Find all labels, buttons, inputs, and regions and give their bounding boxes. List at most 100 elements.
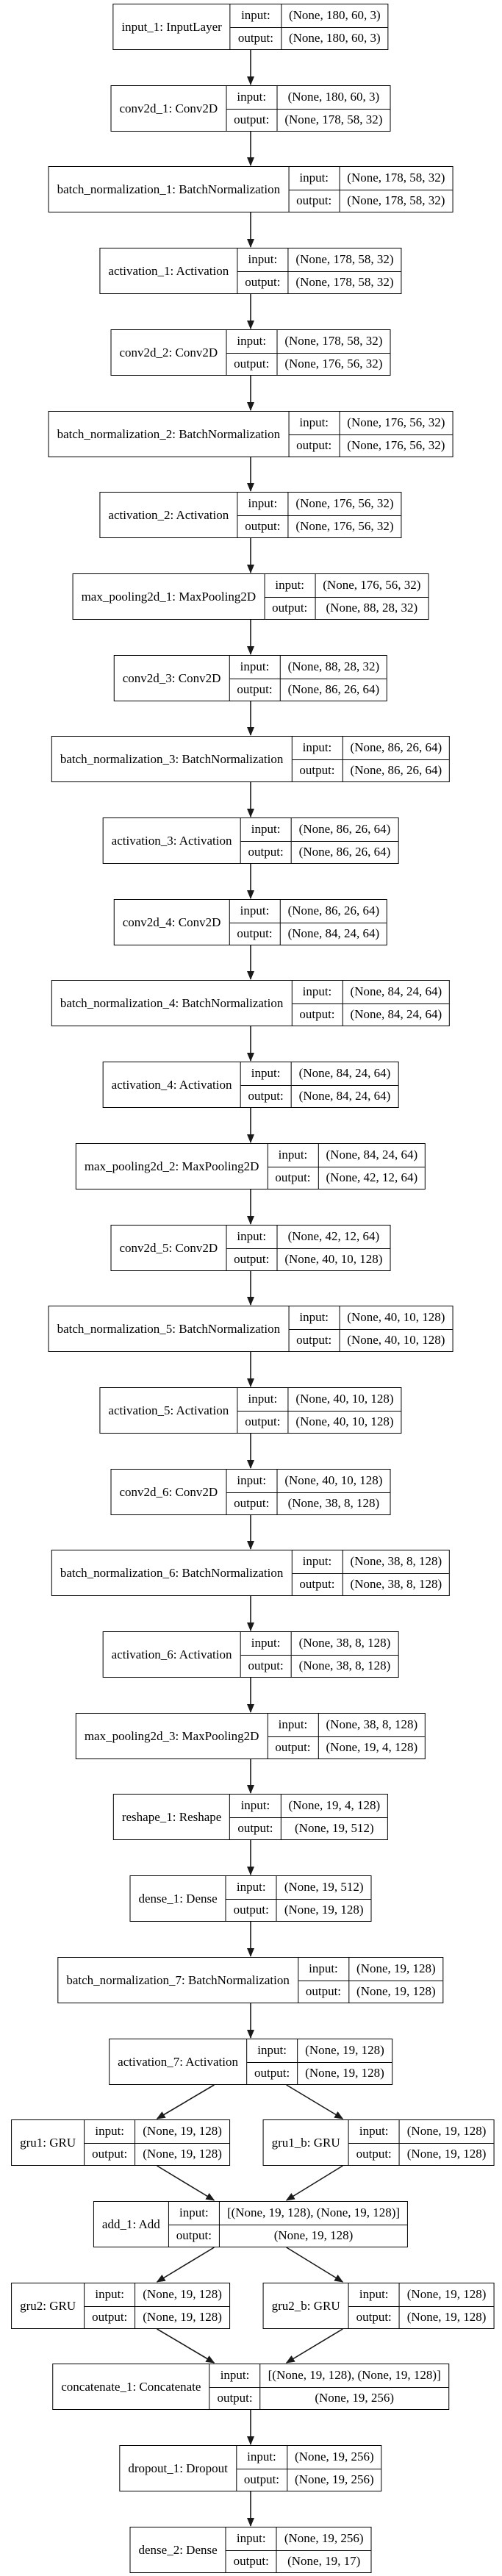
input-caption: input: bbox=[292, 1550, 343, 1573]
output-caption: output: bbox=[85, 2142, 136, 2165]
output-shape: (None, 178, 58, 32) bbox=[277, 108, 390, 132]
io-shape-table: input:(None, 84, 24, 64)output:(None, 84… bbox=[291, 981, 450, 1026]
input-caption: input: bbox=[226, 1876, 277, 1899]
input-caption: input: bbox=[226, 2527, 277, 2550]
input-shape: (None, 86, 26, 64) bbox=[287, 904, 380, 918]
output-caption: output: bbox=[247, 2061, 298, 2084]
output-caption: output: bbox=[85, 2305, 136, 2328]
io-shape-table: input:(None, 84, 24, 64)output:(None, 42… bbox=[267, 1144, 426, 1189]
input-shape: (None, 19, 256) bbox=[295, 2450, 374, 2464]
output-shape: (None, 86, 26, 64) bbox=[291, 840, 398, 864]
layer-node-dense_2: dense_2: Dense input:(None, 19, 256)outpu… bbox=[129, 2527, 372, 2573]
io-shape-table: input:(None, 86, 26, 64)output:(None, 84… bbox=[229, 900, 387, 945]
input-caption: input: bbox=[229, 900, 281, 923]
input-shape: (None, 19, 512) bbox=[284, 1880, 364, 1895]
input-shape: (None, 42, 12, 64) bbox=[287, 1229, 380, 1244]
output-caption: output: bbox=[229, 922, 281, 945]
output-shape: (None, 40, 10, 128) bbox=[340, 1328, 453, 1352]
io-shape-table: input:(None, 19, 128)output:(None, 19, 1… bbox=[297, 1958, 443, 2003]
output-shape: (None, 88, 28, 32) bbox=[315, 596, 429, 620]
io-shape-table: input:(None, 84, 24, 64)output:(None, 84… bbox=[240, 1062, 398, 1107]
io-shape-table: input:(None, 180, 60, 3)output:(None, 18… bbox=[229, 4, 388, 50]
input-shape: (None, 19, 4, 128) bbox=[288, 1798, 381, 1813]
layer-name-label: batch_normalization_2: BatchNormalizatio… bbox=[57, 426, 281, 441]
io-shape-table: input:(None, 19, 512)output:(None, 19, 1… bbox=[225, 1876, 371, 1921]
output-shape: (None, 19, 4, 128) bbox=[318, 1736, 426, 1759]
output-caption: output: bbox=[240, 1084, 292, 1107]
input-shape: (None, 38, 8, 128) bbox=[326, 1717, 418, 1732]
input-shape: (None, 86, 26, 64) bbox=[350, 740, 442, 755]
input-caption: input: bbox=[289, 167, 340, 190]
input-shape: [(None, 19, 128), (None, 19, 128)] bbox=[268, 2368, 441, 2383]
input-shape: (None, 40, 10, 128) bbox=[284, 1473, 383, 1488]
input-caption: input: bbox=[349, 2120, 400, 2143]
input-caption: input: bbox=[85, 2120, 136, 2143]
output-caption: output: bbox=[240, 1654, 292, 1677]
io-shape-table: input:(None, 19, 256)output:(None, 19, 2… bbox=[235, 2446, 381, 2491]
output-shape: (None, 38, 8, 128) bbox=[291, 1654, 398, 1678]
output-caption: output: bbox=[237, 515, 289, 537]
output-caption: output: bbox=[348, 2142, 400, 2165]
io-shape-table: input:(None, 178, 58, 32)output:(None, 1… bbox=[288, 167, 453, 212]
input-shape: (None, 84, 24, 64) bbox=[326, 1148, 418, 1162]
input-caption: input: bbox=[268, 1714, 319, 1736]
layer-name-label: activation_3: Activation bbox=[111, 833, 232, 848]
output-caption: output: bbox=[348, 2305, 400, 2328]
io-shape-table: input:(None, 86, 26, 64)output:(None, 86… bbox=[291, 737, 450, 781]
output-shape: (None, 180, 60, 3) bbox=[281, 26, 388, 50]
input-caption: input: bbox=[241, 1632, 292, 1655]
input-shape: (None, 40, 10, 128) bbox=[347, 1310, 445, 1325]
io-shape-table: input:(None, 38, 8, 128)output:(None, 38… bbox=[291, 1550, 450, 1596]
output-caption: output: bbox=[237, 271, 289, 293]
io-shape-table: input:[(None, 19, 128), (None, 19, 128)]… bbox=[168, 2202, 408, 2247]
output-shape: (None, 38, 8, 128) bbox=[343, 1573, 450, 1596]
io-shape-table: input:(None, 19, 256)output:(None, 19, 1… bbox=[225, 2527, 371, 2573]
input-shape: (None, 178, 58, 32) bbox=[284, 334, 383, 348]
io-shape-table: input:(None, 40, 10, 128)output:(None, 4… bbox=[237, 1388, 401, 1433]
input-shape: (None, 86, 26, 64) bbox=[298, 822, 391, 837]
layer-name-label: batch_normalization_4: BatchNormalizatio… bbox=[60, 995, 284, 1010]
layer-name-label: activation_4: Activation bbox=[111, 1077, 232, 1092]
output-shape: (None, 42, 12, 64) bbox=[318, 1166, 426, 1189]
layer-node-batch_normalization_5: batch_normalization_5: BatchNormalizatio… bbox=[48, 1306, 453, 1352]
layer-name-label: conv2d_5: Conv2D bbox=[119, 1240, 218, 1255]
output-caption: output: bbox=[268, 1166, 319, 1189]
layer-name-label: gru2_b: GRU bbox=[271, 2298, 340, 2313]
layer-name-label: max_pooling2d_1: MaxPooling2D bbox=[81, 589, 257, 604]
output-caption: output: bbox=[226, 1248, 278, 1270]
layer-name-label: dense_2: Dense bbox=[138, 2542, 218, 2557]
io-shape-table: input:(None, 40, 10, 128)output:(None, 4… bbox=[288, 1306, 453, 1352]
layer-node-batch_normalization_2: batch_normalization_2: BatchNormalizatio… bbox=[48, 411, 453, 457]
output-shape: (None, 40, 10, 128) bbox=[288, 1410, 401, 1434]
output-shape: (None, 86, 26, 64) bbox=[280, 678, 387, 701]
input-caption: input: bbox=[298, 1958, 350, 1981]
output-shape: (None, 19, 17) bbox=[276, 2550, 371, 2573]
input-caption: input: bbox=[349, 2283, 400, 2306]
layer-name-label: conv2d_3: Conv2D bbox=[122, 670, 221, 685]
output-shape: (None, 178, 58, 32) bbox=[288, 271, 401, 294]
edge-gru2-to-concatenate_1 bbox=[157, 2328, 215, 2364]
layer-name-label: input_1: InputLayer bbox=[121, 19, 222, 34]
output-caption: output: bbox=[229, 678, 281, 701]
layer-node-batch_normalization_6: batch_normalization_6: BatchNormalizatio… bbox=[51, 1550, 451, 1596]
layer-node-batch_normalization_3: batch_normalization_3: BatchNormalizatio… bbox=[51, 736, 451, 782]
input-shape: (None, 19, 128) bbox=[406, 2287, 487, 2302]
input-shape: (None, 178, 58, 32) bbox=[295, 252, 394, 267]
input-caption: input: bbox=[231, 4, 282, 27]
layer-node-activation_5: activation_5: Activation input:(None, 40,… bbox=[99, 1387, 402, 1434]
layer-name-label: conv2d_6: Conv2D bbox=[119, 1484, 218, 1499]
layer-name-label: activation_5: Activation bbox=[108, 1403, 229, 1417]
edge-gru1-to-add_1 bbox=[157, 2165, 215, 2201]
output-caption: output: bbox=[292, 759, 343, 781]
